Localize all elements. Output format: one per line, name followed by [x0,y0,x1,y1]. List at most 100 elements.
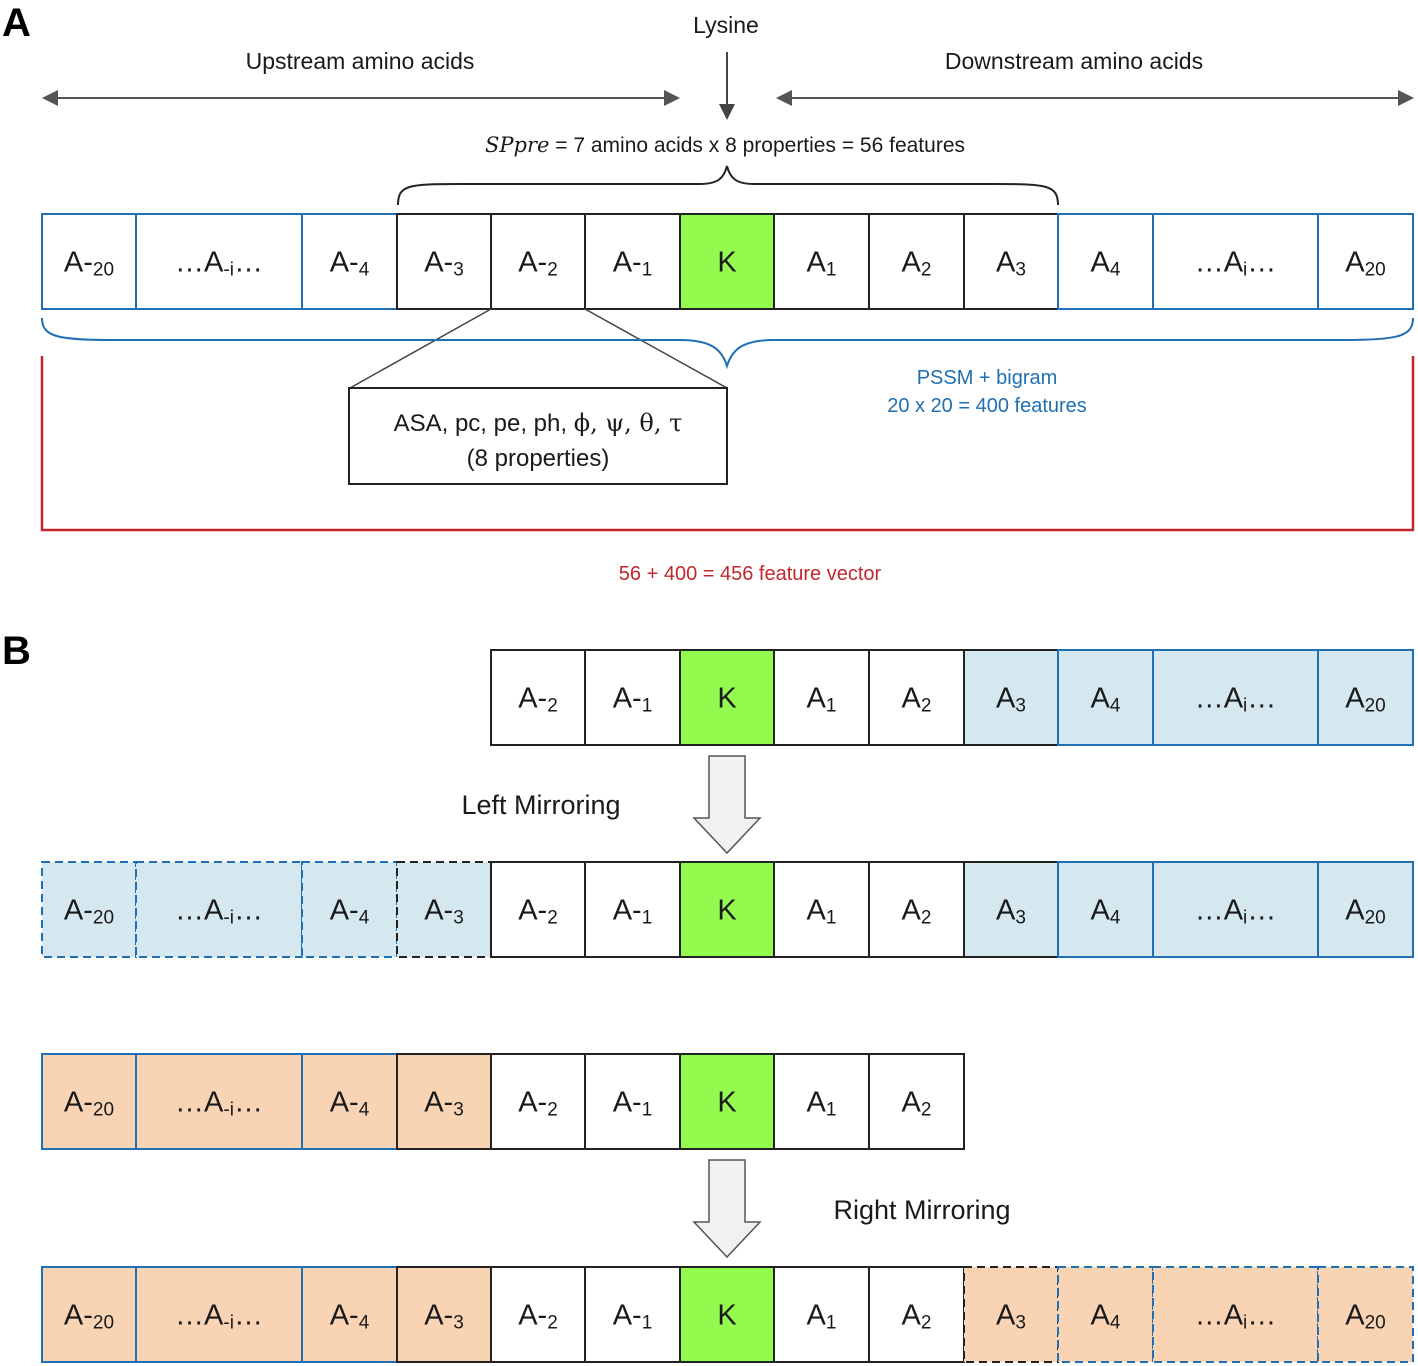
properties-box [348,387,728,485]
cell-k [679,861,775,958]
cell-a4 [1057,1266,1154,1363]
block-arrow-right-mirroring [692,1159,762,1259]
cell-label-a3: A3 [996,895,1026,929]
cell-label-a2: A2 [902,1300,932,1334]
downstream-arrow [776,90,1414,106]
cell-label-k: K [717,1087,737,1119]
cell-ai [1152,1266,1319,1363]
cell-label-ai: …Ai… [1195,247,1277,281]
cell-label-ai: …Ai… [1195,895,1277,929]
cell-a3m [396,1053,492,1150]
cell-label-a2m: A-2 [518,1300,558,1334]
cell-label-a2m: A-2 [518,247,558,281]
cell-label-a4: A4 [1091,683,1121,717]
cell-a2m [490,649,586,746]
zoom-line-right [584,308,728,389]
cell-a4m [301,213,398,310]
cell-k [679,1053,775,1150]
cell-a1 [773,213,870,310]
cell-a1m [584,649,681,746]
cell-label-aim: …A-i… [175,1300,263,1334]
cell-label-a20: A20 [1345,1300,1385,1334]
sppre-formula: SPpre = 7 amino acids x 8 properties = 5… [485,133,965,157]
cell-label-a2m: A-2 [518,895,558,929]
cell-a2 [868,1053,965,1150]
cell-label-a4: A4 [1091,895,1121,929]
cell-label-a4m: A-4 [330,1300,370,1334]
cell-label-a4: A4 [1091,247,1121,281]
cell-label-a2m: A-2 [518,1087,558,1121]
properties-line-2: (8 properties) [467,445,610,472]
cell-a20 [1317,213,1414,310]
cell-label-a1: A1 [807,683,837,717]
sppre-brace [397,165,1059,206]
cell-label-a4m: A-4 [330,895,370,929]
zoom-line-left [349,308,492,389]
cell-label-a20m: A-20 [64,895,114,929]
sppre-text: = 7 amino acids x 8 properties = 56 feat… [549,134,965,157]
cell-a3 [963,213,1059,310]
panel-b-label: B [2,629,31,673]
cell-a20m [41,213,137,310]
cell-a2m [490,213,586,310]
cell-label-a1: A1 [807,1087,837,1121]
cell-a4m [301,861,398,958]
cell-label-aim: …A-i… [175,247,263,281]
cell-a20 [1317,1266,1414,1363]
cell-label-a1m: A-1 [613,683,653,717]
cell-a1 [773,1053,870,1150]
cell-label-a1m: A-1 [613,895,653,929]
block-arrow-left-mirroring [692,755,762,855]
cell-a20m [41,1053,137,1150]
cell-label-a3: A3 [996,683,1026,717]
cell-label-a1m: A-1 [613,247,653,281]
cell-a2m [490,1266,586,1363]
cell-label-a1: A1 [807,247,837,281]
cell-a20 [1317,861,1414,958]
cell-a1m [584,1053,681,1150]
cell-a2 [868,649,965,746]
cell-label-a3m: A-3 [424,1300,464,1334]
cell-label-a3m: A-3 [424,1087,464,1121]
cell-a4m [301,1266,398,1363]
feature-vector-label: 56 + 400 = 456 feature vector [619,563,882,585]
upstream-label: Upstream amino acids [246,48,475,74]
cell-label-aim: …A-i… [175,1087,263,1121]
cell-label-a2m: A-2 [518,683,558,717]
cell-ai [1152,213,1319,310]
cell-label-ai: …Ai… [1195,683,1277,717]
cell-label-a20m: A-20 [64,1087,114,1121]
cell-label-a2: A2 [902,895,932,929]
cell-label-a1: A1 [807,895,837,929]
pssm-brace [41,317,1414,370]
cell-a4m [301,1053,398,1150]
properties-greek: ϕ, ψ, θ, τ [574,409,683,437]
cell-k [679,649,775,746]
cell-label-a3: A3 [996,247,1026,281]
cell-label-k: K [717,1300,737,1332]
cell-a3m [396,213,492,310]
cell-a3m [396,861,492,958]
cell-k [679,1266,775,1363]
properties-line-1: ASA, pc, pe, ph, ϕ, ψ, θ, τ [394,409,683,437]
cell-a1 [773,649,870,746]
cell-ai [1152,649,1319,746]
cell-a20m [41,1266,137,1363]
upstream-arrow [42,90,680,106]
right-mirroring-label: Right Mirroring [833,1195,1010,1225]
cell-label-a3m: A-3 [424,895,464,929]
cell-label-a20: A20 [1345,895,1385,929]
cell-label-a4m: A-4 [330,1087,370,1121]
panel-a-label: A [2,1,31,45]
cell-a1 [773,861,870,958]
properties-names: ASA, pc, pe, ph, [394,410,574,437]
cell-label-a20m: A-20 [64,1300,114,1334]
pssm-label-line-1: PSSM + bigram [917,367,1058,389]
cell-a2 [868,1266,965,1363]
cell-ai [1152,861,1319,958]
cell-a20 [1317,649,1414,746]
cell-label-k: K [717,683,737,715]
